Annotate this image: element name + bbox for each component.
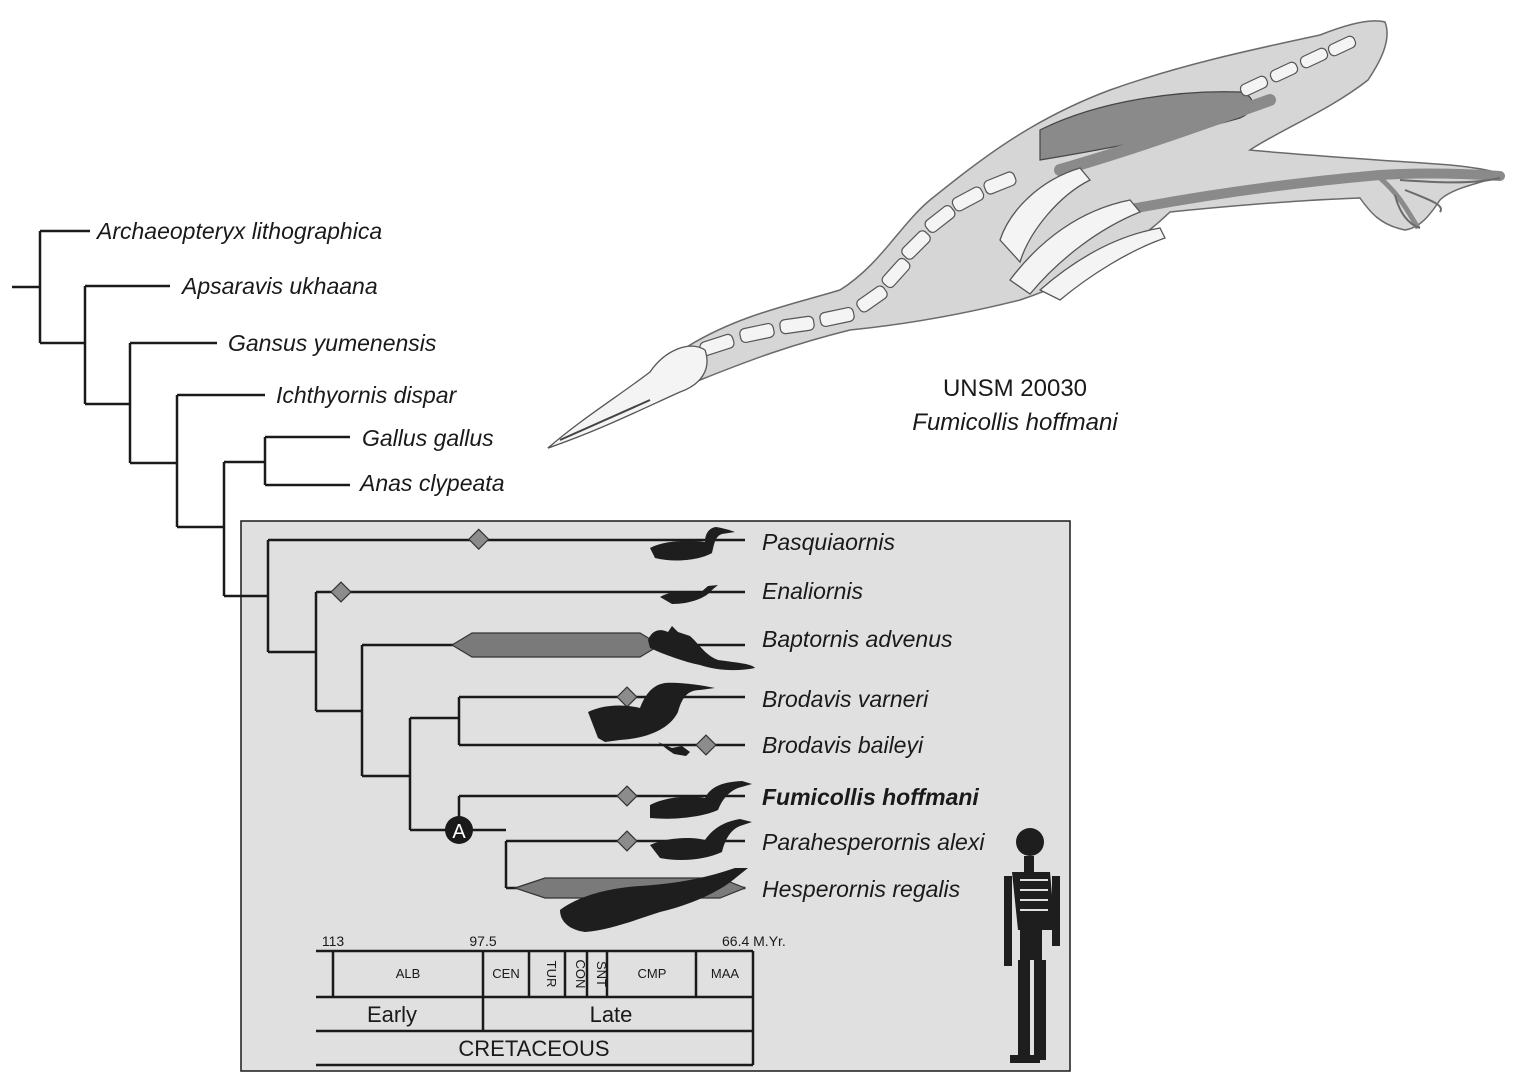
cladogram <box>12 229 745 890</box>
diver-bird-silhouette-icon <box>658 742 690 756</box>
taxon-label: Gallus gallus <box>362 425 494 451</box>
epoch-label: Early <box>367 1002 417 1027</box>
node-a-label: A <box>452 821 466 843</box>
stage-label: CMP <box>638 966 667 981</box>
stage-label: CEN <box>492 966 519 981</box>
human-skeleton-icon <box>1004 828 1060 1063</box>
geologic-timescale: 113 97.5 66.4 M.Yr. ALB CEN TUR CON SNT … <box>316 933 786 1067</box>
taxon-label: Enaliornis <box>762 578 863 604</box>
specimen-name: Fumicollis hoffmani <box>912 409 1118 436</box>
hesperornithes-labels: Pasquiaornis Enaliornis Baptornis advenu… <box>762 529 985 902</box>
tick-label: 66.4 M.Yr. <box>722 933 786 949</box>
tick-label: 113 <box>322 933 345 949</box>
temporal-range-diamond-icon <box>330 581 352 603</box>
temporal-range-diamond-icon <box>695 734 717 756</box>
node-a-marker <box>445 816 473 844</box>
diver-bird-silhouette-icon <box>650 781 752 819</box>
bird-skeleton-reconstruction-icon <box>547 20 1505 449</box>
period-label: CRETACEOUS <box>458 1036 609 1061</box>
taxon-label: Parahesperornis alexi <box>762 829 985 855</box>
vertebral-column <box>699 35 1357 357</box>
diver-bird-silhouette-icon <box>660 585 718 604</box>
stage-label: SNT <box>594 961 609 987</box>
diver-bird-silhouette-icon <box>560 868 748 932</box>
stage-label: TUR <box>544 961 559 988</box>
taxon-label: Anas clypeata <box>358 470 504 496</box>
diver-bird-silhouette-icon <box>650 819 752 860</box>
temporal-range-diamond-icon <box>616 785 638 807</box>
taxon-label: Pasquiaornis <box>762 529 895 555</box>
taxon-label: Hesperornis regalis <box>762 876 961 902</box>
taxon-label: Ichthyornis dispar <box>276 382 458 408</box>
taxon-label: Brodavis baileyi <box>762 732 924 758</box>
stage-label: MAA <box>711 966 740 981</box>
taxon-label: Archaeopteryx lithographica <box>95 218 382 244</box>
temporal-range-diamond-icon <box>616 686 638 708</box>
taxon-label: Apsaravis ukhaana <box>180 273 378 299</box>
tick-label: 97.5 <box>469 933 496 949</box>
temporal-range-diamond-icon <box>616 830 638 852</box>
taxon-label: Baptornis advenus <box>762 626 953 652</box>
outgroup-labels: Archaeopteryx lithographica Apsaravis uk… <box>95 218 504 496</box>
baptornis-range-bar <box>450 632 662 658</box>
taxon-label: Gansus yumenensis <box>228 330 437 356</box>
diver-bird-silhouette-icon <box>588 682 715 742</box>
temporal-range-diamond-icon <box>467 528 490 551</box>
specimen-catalog: UNSM 20030 <box>943 375 1087 402</box>
taxon-label-highlighted: Fumicollis hoffmani <box>762 784 979 810</box>
epoch-label: Late <box>590 1002 633 1027</box>
stage-label: ALB <box>396 966 421 981</box>
diver-bird-silhouette-icon <box>648 626 755 671</box>
diver-bird-silhouette-icon <box>650 527 735 561</box>
stage-label: CON <box>573 960 588 989</box>
taxon-label: Brodavis varneri <box>762 686 929 712</box>
